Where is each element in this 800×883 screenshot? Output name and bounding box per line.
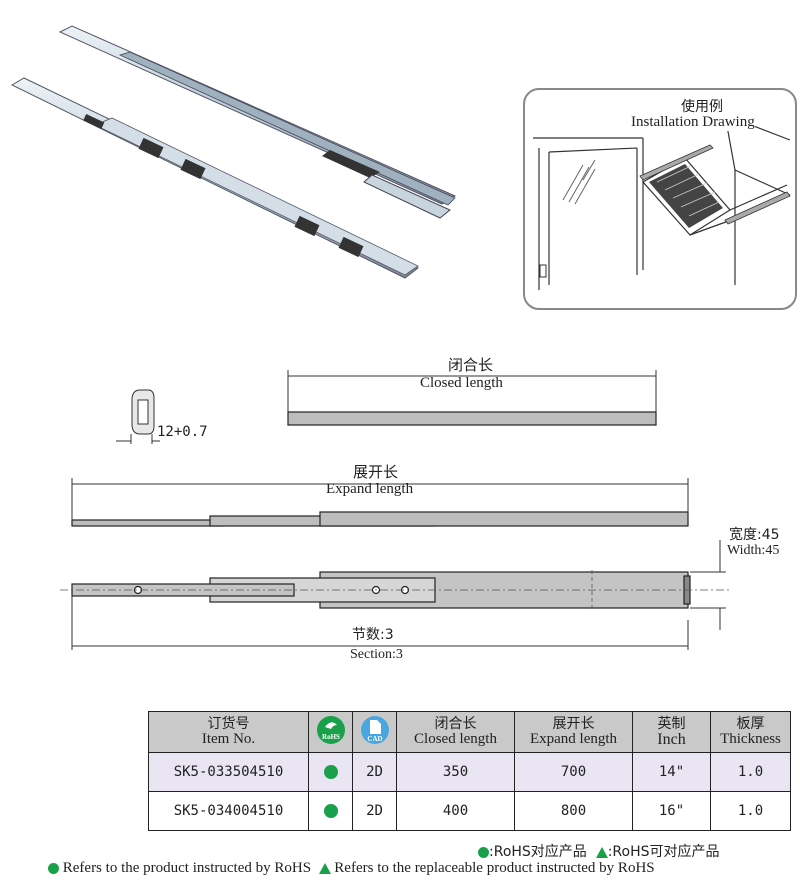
cad-icon: CAD — [360, 716, 389, 744]
header-expand-cn: 展开长 — [552, 716, 595, 732]
dimension-drawing — [60, 370, 730, 650]
cell-expand: 800 — [514, 791, 633, 831]
legend-en-dot: Refers to the product instructed by RoHS — [62, 860, 312, 876]
rohs-icon-text: RoHS — [322, 733, 340, 741]
closed-length-label-cn: 闭合长 — [448, 356, 494, 374]
header-closed-cn: 闭合长 — [434, 716, 477, 732]
header-rohs: RoHS — [308, 711, 353, 753]
cell-expand: 700 — [514, 752, 633, 792]
green-triangle-icon — [595, 846, 608, 858]
rohs-icon: RoHS — [316, 716, 345, 744]
rohs-dot-icon — [323, 764, 338, 779]
expand-length-label-cn: 展开长 — [353, 463, 399, 481]
legend-en: Refers to the product instructed by RoHS… — [48, 860, 655, 877]
table-header-row: 订货号 Item No. RoHS CAD 闭合长 Closed length … — [148, 711, 791, 753]
slide-bottom-image — [10, 77, 419, 279]
legend-cn: :RoHS对应产品 :RoHS可对应产品 — [478, 841, 720, 861]
slide-top-image — [58, 25, 457, 219]
cell-cad: 2D — [352, 791, 397, 831]
closed-length-label-en: Closed length — [420, 375, 503, 391]
installation-drawing-panel: 使用例 Installation Drawing — [523, 88, 797, 310]
cell-closed: 350 — [396, 752, 515, 792]
profile-dimension-label: 12+0.7 — [157, 424, 208, 440]
product-photo — [10, 25, 457, 279]
cell-item: SK5-033504510 — [148, 752, 309, 792]
legend-cn-tri: :RoHS可对应产品 — [607, 844, 720, 860]
keyboard-icon — [649, 164, 723, 228]
legend-en-tri: Refers to the replaceable product instru… — [334, 860, 655, 876]
width-label-en: Width:45 — [727, 543, 780, 558]
rohs-dot-icon — [323, 803, 338, 818]
header-thickness: 板厚 Thickness — [710, 711, 791, 753]
spec-table: 订货号 Item No. RoHS CAD 闭合长 Closed length … — [148, 711, 791, 831]
header-item: 订货号 Item No. — [148, 711, 309, 753]
expanded-slide-side — [71, 511, 689, 527]
cell-inch: 14" — [632, 752, 711, 792]
cell-rohs — [308, 752, 353, 792]
profile-section-icon — [116, 389, 160, 444]
expand-length-label-en: Expand length — [326, 481, 414, 497]
header-item-cn: 订货号 — [207, 716, 250, 732]
legend-cn-dot: :RoHS对应产品 — [489, 844, 587, 860]
header-inch-cn: 英制 — [657, 716, 686, 732]
header-inch-en: Inch — [657, 731, 686, 748]
header-thickness-en: Thickness — [720, 731, 781, 747]
cell-cad: 2D — [352, 752, 397, 792]
header-cad: CAD — [352, 711, 397, 753]
install-title-cn: 使用例 — [681, 99, 723, 115]
cell-thickness: 1.0 — [710, 752, 791, 792]
table-row: SK5-033504510 2D 350 700 14" 1.0 — [148, 752, 791, 792]
cad-icon-text: CAD — [367, 735, 382, 743]
cell-item: SK5-034004510 — [148, 791, 309, 831]
cell-inch: 16" — [632, 791, 711, 831]
section-label-cn: 节数:3 — [352, 627, 394, 643]
green-dot-icon — [48, 863, 59, 875]
header-expand-en: Expand length — [529, 731, 618, 747]
header-closed: 闭合长 Closed length — [396, 711, 515, 753]
green-triangle-icon — [318, 863, 331, 875]
header-item-en: Item No. — [201, 731, 256, 747]
table-row: SK5-034004510 2D 400 800 16" 1.0 — [148, 791, 791, 831]
cell-thickness: 1.0 — [710, 791, 791, 831]
install-title-en: Installation Drawing — [631, 114, 755, 131]
header-inch: 英制 Inch — [632, 711, 711, 753]
closed-slide-bar — [287, 411, 657, 426]
cell-closed: 400 — [396, 791, 515, 831]
section-label-en: Section:3 — [350, 647, 403, 662]
header-expand: 展开长 Expand length — [514, 711, 633, 753]
cell-rohs — [308, 791, 353, 831]
header-closed-en: Closed length — [414, 731, 497, 747]
green-dot-icon — [478, 846, 489, 858]
header-thickness-cn: 板厚 — [736, 716, 765, 732]
width-label-cn: 宽度:45 — [729, 527, 780, 543]
